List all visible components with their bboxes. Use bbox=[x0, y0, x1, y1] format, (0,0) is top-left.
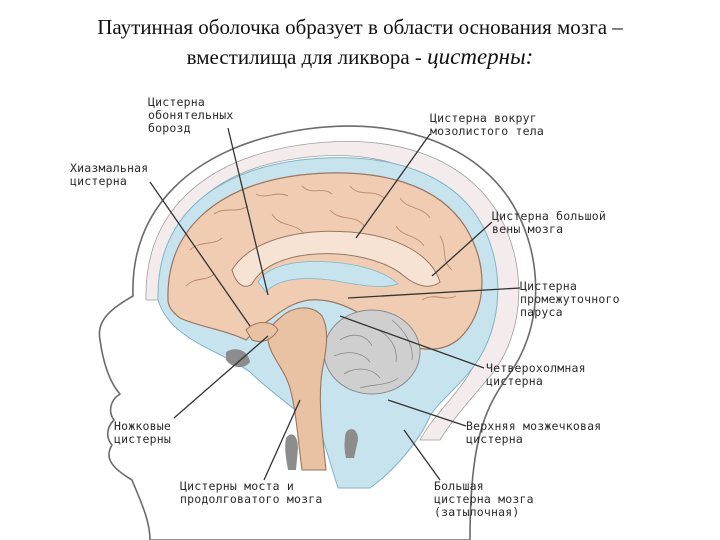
title-line-1: Паутинная оболочка образует в области ос… bbox=[97, 15, 623, 39]
label-great-vein-cistern: Цистерна большой вены мозга bbox=[492, 209, 606, 236]
title-emphasis: цистерны: bbox=[427, 44, 534, 69]
label-quadrigeminal-cistern: Четверохолмная цистерна bbox=[486, 361, 586, 388]
skull-band bbox=[145, 141, 520, 441]
label-velum-cistern: Цистерна промежуточного паруса bbox=[520, 279, 620, 319]
leader-corpus-callosum bbox=[355, 133, 431, 239]
label-superior-cerebellar-cistern: Верхняя мозжечковая цистерна bbox=[466, 419, 602, 446]
leader-olfactory bbox=[227, 127, 269, 296]
leader-chiasmal bbox=[149, 181, 251, 327]
title-line-2-text: вместилища для ликвора - bbox=[186, 45, 428, 69]
leader-magna bbox=[403, 429, 441, 481]
fornix bbox=[257, 261, 399, 293]
label-olfactory-cistern: Цистерна обонятельных борозд bbox=[148, 95, 234, 135]
leader-peduncular bbox=[173, 335, 269, 419]
leader-great-vein bbox=[431, 221, 493, 277]
pituitary-region bbox=[245, 322, 279, 343]
cerebellum bbox=[323, 309, 421, 395]
leader-quadrigeminal bbox=[339, 315, 485, 369]
label-cisterna-magna: Большая цистерна мозга (затылочная) bbox=[434, 479, 534, 519]
leader-superior-cerebellar bbox=[387, 399, 467, 427]
leader-velum bbox=[347, 287, 521, 299]
clivus-dark bbox=[285, 434, 298, 470]
gyri bbox=[185, 185, 457, 301]
slide-title: Паутинная оболочка образует в области ос… bbox=[0, 12, 720, 72]
leader-lines bbox=[149, 127, 521, 481]
sphenoid-dark bbox=[226, 349, 250, 368]
label-peduncular-cisterns: Ножковые цистерны bbox=[114, 419, 171, 446]
label-pons-medulla-cisterns: Цистерны моста и продолговатого мозга bbox=[180, 479, 323, 506]
label-chiasmal-cistern: Хиазмальная цистерна bbox=[70, 161, 149, 188]
leader-pons-medulla bbox=[263, 399, 301, 481]
label-corpus-callosum-cistern: Цистерна вокруг мозолистого тела bbox=[430, 111, 544, 138]
corpus-callosum bbox=[231, 230, 441, 287]
spine-dark bbox=[344, 429, 358, 458]
title-line-2: вместилища для ликвора - цистерны: bbox=[0, 42, 720, 72]
